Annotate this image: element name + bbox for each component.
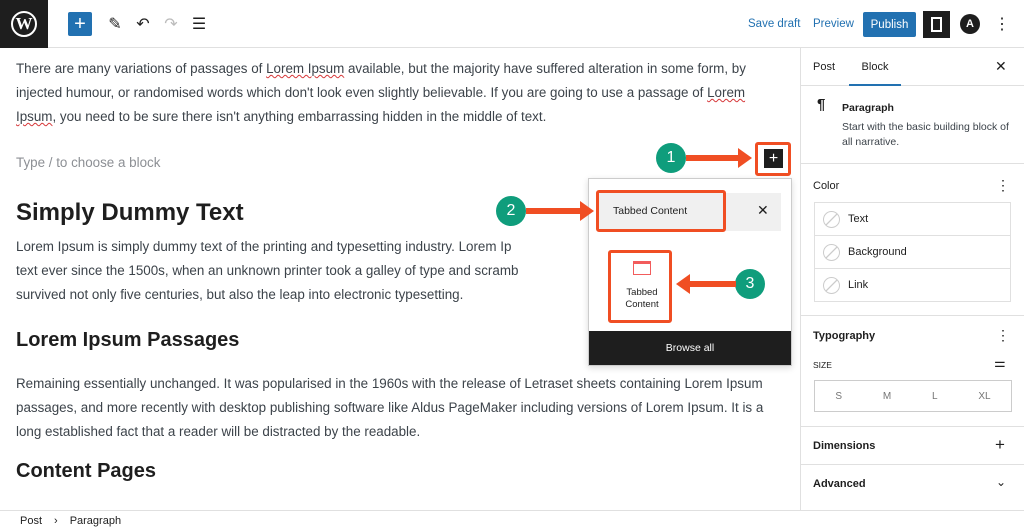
color-item-text[interactable]: Text: [815, 203, 1010, 236]
paragraph-line: text ever since the 1500s, when an unkno…: [16, 263, 519, 278]
chevron-down-icon[interactable]: ⌄: [996, 475, 1007, 489]
paragraph-line: Lorem Ipsum is simply dummy text of the …: [16, 239, 512, 254]
preview-button[interactable]: Preview: [813, 18, 854, 30]
color-item-label: Link: [848, 279, 869, 291]
annotation-badge-3: 3: [735, 269, 765, 299]
annotation-arrow: [526, 208, 584, 214]
block-search-field[interactable]: Tabbed Content ✕: [599, 193, 781, 231]
settings-sidebar: Post Block ✕ ¶ Paragraph Start with the …: [801, 48, 1024, 513]
annotation-highlight-result: [608, 250, 672, 323]
publish-button[interactable]: Publish: [863, 12, 916, 37]
breadcrumb-paragraph[interactable]: Paragraph: [69, 515, 122, 527]
arrow-head: [738, 148, 752, 168]
breadcrumb-separator-icon: ›: [54, 515, 58, 527]
redo-icon[interactable]: ↷: [164, 16, 178, 33]
browse-all-button[interactable]: Browse all: [589, 331, 791, 365]
empty-swatch-icon: [823, 276, 840, 294]
block-description: Start with the basic building block of a…: [842, 121, 1009, 148]
color-item-label: Background: [848, 246, 907, 258]
heading-block[interactable]: Content Pages: [16, 460, 157, 482]
typography-panel: Typography ⋮ SIZE ⚌ S M L XL: [801, 316, 1024, 427]
color-item-background[interactable]: Background: [815, 236, 1010, 269]
font-size-picker: S M L XL: [814, 380, 1012, 412]
size-m[interactable]: M: [882, 390, 892, 402]
annotation-arrow: [688, 281, 736, 287]
annotation-arrow: [686, 155, 744, 161]
color-title: Color: [813, 180, 840, 192]
astra-icon[interactable]: A: [960, 14, 980, 34]
tab-post[interactable]: Post: [813, 61, 836, 73]
color-list: Text Background Link: [814, 202, 1011, 302]
block-search-input[interactable]: Tabbed Content: [613, 205, 688, 217]
clear-search-icon[interactable]: ✕: [757, 202, 769, 218]
add-block-button[interactable]: +: [68, 12, 92, 36]
arrow-head: [580, 201, 594, 221]
more-options-icon[interactable]: ⋮: [994, 16, 1010, 33]
sidebar-tabs: Post Block ✕: [801, 48, 1024, 86]
arrow-head: [676, 274, 690, 294]
settings-sidebar-toggle[interactable]: [923, 11, 950, 38]
block-breadcrumb: Post › Paragraph: [0, 510, 1024, 531]
paragraph-block[interactable]: There are many variations of passages of…: [16, 61, 746, 124]
empty-swatch-icon: [823, 210, 840, 228]
color-options-icon[interactable]: ⋮: [996, 177, 1010, 193]
paragraph-block[interactable]: Lorem Ipsum is simply dummy text of the …: [16, 235, 780, 307]
block-placeholder[interactable]: Type / to choose a block: [16, 155, 161, 170]
close-sidebar-icon[interactable]: ✕: [995, 58, 1007, 74]
paragraph-icon: ¶: [817, 96, 826, 113]
color-item-label: Text: [848, 213, 869, 225]
undo-icon[interactable]: ↶: [136, 16, 150, 33]
breadcrumb-post[interactable]: Post: [20, 515, 43, 527]
empty-swatch-icon: [823, 243, 840, 261]
advanced-title: Advanced: [813, 478, 866, 490]
color-item-link[interactable]: Link: [815, 269, 1010, 302]
annotation-badge-2: 2: [496, 196, 526, 226]
typography-title: Typography: [813, 330, 876, 342]
size-l[interactable]: L: [932, 390, 938, 402]
block-card: ¶ Paragraph Start with the basic buildin…: [801, 86, 1024, 164]
paragraph-block[interactable]: Remaining essentially unchanged. It was …: [16, 376, 764, 439]
tabbed-content-icon: [633, 261, 651, 275]
dimensions-title: Dimensions: [813, 440, 876, 452]
paragraph-line: survived not only five centuries, but al…: [16, 287, 464, 302]
tab-block[interactable]: Block: [849, 48, 901, 86]
editor-canvas: There are many variations of passages of…: [0, 49, 800, 510]
color-panel: Color ⋮ Text Background Link: [801, 164, 1024, 316]
dimensions-panel[interactable]: Dimensions +: [801, 427, 1024, 465]
custom-size-icon[interactable]: ⚌: [994, 355, 1006, 370]
wordpress-logo-button[interactable]: W: [0, 0, 48, 48]
size-xl[interactable]: XL: [978, 390, 991, 402]
top-toolbar: W + ✎ ↶ ↷ ☰ Save draft Preview Publish A…: [0, 0, 1024, 48]
block-result-label: Tabbed Content: [625, 287, 659, 310]
size-label: SIZE: [813, 360, 832, 370]
annotation-badge-1: 1: [656, 143, 686, 173]
typography-options-icon[interactable]: ⋮: [996, 327, 1010, 343]
wordpress-icon: W: [11, 11, 37, 37]
list-view-icon[interactable]: ☰: [191, 16, 207, 33]
plus-icon[interactable]: +: [995, 435, 1005, 454]
save-draft-button[interactable]: Save draft: [748, 18, 801, 30]
heading-block[interactable]: Lorem Ipsum Passages: [16, 329, 240, 351]
sidebar-icon: [931, 17, 942, 32]
annotation-highlight-search: [596, 190, 726, 232]
edit-tools-pencil-icon[interactable]: ✎: [108, 16, 122, 33]
divider: [800, 48, 801, 510]
block-inserter-button[interactable]: +: [764, 149, 783, 168]
annotation-highlight-inserter: [755, 142, 791, 176]
heading-block[interactable]: Simply Dummy Text: [16, 199, 244, 226]
block-name: Paragraph: [842, 102, 894, 114]
size-s[interactable]: S: [835, 390, 843, 402]
block-result-tabbed-content[interactable]: Tabbed Content: [611, 251, 673, 323]
advanced-panel[interactable]: Advanced ⌄: [801, 465, 1024, 513]
